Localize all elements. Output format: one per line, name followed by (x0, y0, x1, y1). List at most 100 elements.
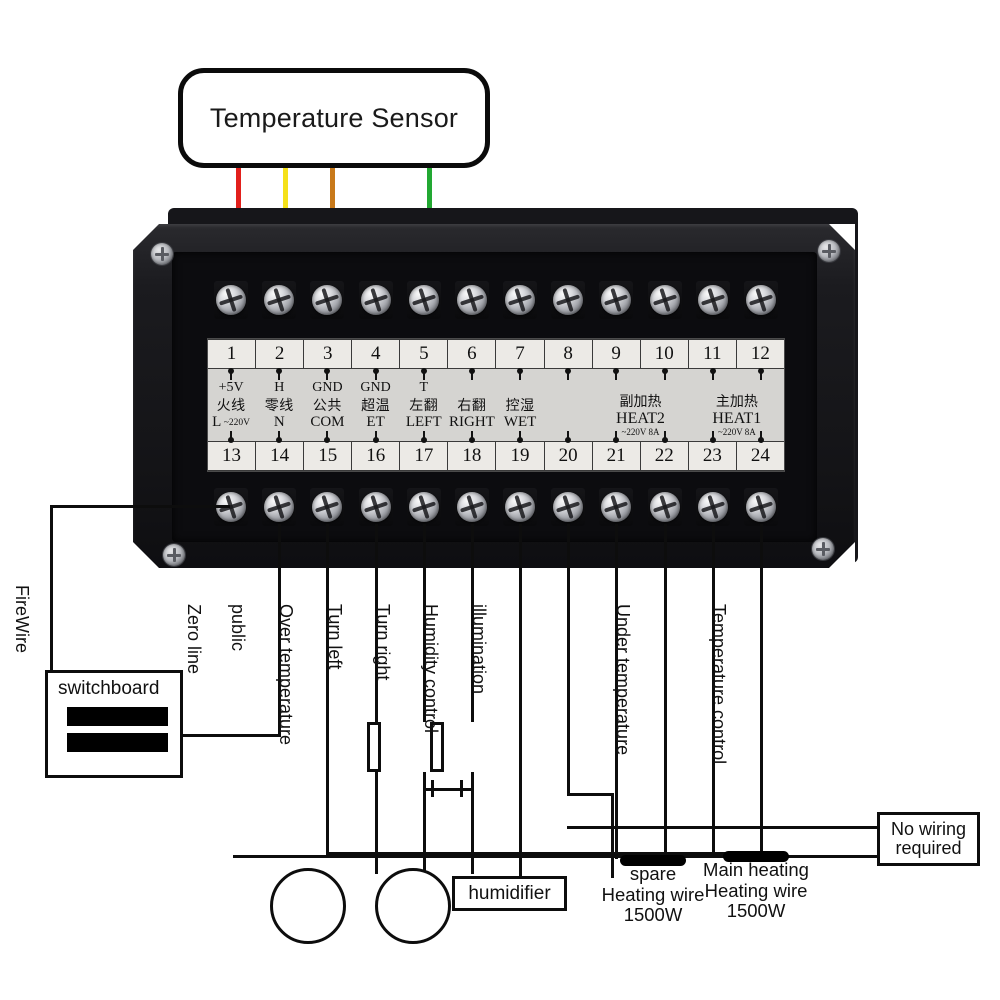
wire-zero-line-horizontal (181, 734, 281, 737)
terminal-screw-bottom-8[interactable] (551, 488, 586, 526)
terminal-number-6: 6 (448, 340, 497, 368)
terminal-number-22: 22 (641, 442, 689, 470)
terminal-screw-top-3[interactable] (310, 281, 345, 319)
wire-bus-lower (233, 855, 877, 858)
terminal-function-cn-15: 公共 (312, 399, 342, 414)
terminal-number-13: 13 (208, 442, 257, 470)
terminal-function-en-16: ET (366, 413, 385, 430)
pin-label-2: H (274, 380, 285, 395)
terminal-function-en-14: N (273, 413, 285, 430)
label-zero-line: Zero line (184, 604, 204, 675)
wire-temperature-control-right (760, 524, 763, 855)
label-temperature-control: Temperature control (709, 604, 729, 765)
case-screw-top-right (818, 240, 840, 262)
tick-top-9 (613, 368, 620, 380)
terminal-screw-bottom-5[interactable] (406, 488, 441, 526)
tick-bottom-18 (468, 431, 475, 443)
terminal-screw-top-4[interactable] (358, 281, 393, 319)
main-heater-line-2: Heating wire (704, 879, 808, 901)
terminal-screw-top-2[interactable] (262, 281, 297, 319)
humidifier-box: humidifier (452, 876, 567, 911)
screw-head-icon (264, 492, 295, 522)
terminal-screw-bottom-12[interactable] (743, 488, 778, 526)
main-heater-label: Main heating Heating wire 1500W (686, 859, 826, 922)
tick-heat-0-a (613, 431, 620, 443)
terminal-screw-bottom-11[interactable] (695, 488, 730, 526)
terminal-screw-top-11[interactable] (695, 281, 730, 319)
terminal-number-11: 11 (689, 340, 737, 368)
turn-left-resistor (367, 722, 381, 772)
pin-label-4: GND (360, 380, 391, 395)
tick-bottom-17 (420, 431, 427, 443)
terminal-screw-top-5[interactable] (406, 281, 441, 319)
tick-bottom-14 (276, 431, 283, 443)
wire-temperature-control-left (712, 524, 715, 855)
terminal-number-17: 17 (400, 442, 449, 470)
screw-head-icon (697, 285, 728, 315)
tick-top-7 (517, 368, 524, 380)
pin-label-5: T (419, 380, 429, 395)
terminal-number-19: 19 (496, 442, 545, 470)
terminal-number-1: 1 (208, 340, 257, 368)
humidifier-label: humidifier (468, 882, 551, 904)
terminal-function-en-19: WET (503, 413, 537, 430)
screw-head-icon (553, 492, 584, 522)
terminal-function-en-15: COM (310, 413, 345, 430)
screw-head-icon (649, 285, 680, 315)
terminal-number-16: 16 (352, 442, 401, 470)
tick-top-6 (468, 368, 475, 380)
wire-humidity-control-vertical (519, 524, 522, 876)
spare-heater-line-1: spare (629, 863, 677, 884)
wire-firewire-vertical (50, 505, 53, 680)
no-wiring-line-1: No wiring (890, 818, 967, 839)
wire-under-temperature-left (615, 524, 618, 859)
terminal-screw-bottom-6[interactable] (454, 488, 489, 526)
wire-zero-line-vertical (278, 524, 281, 736)
terminal-screw-top-10[interactable] (647, 281, 682, 319)
screw-head-icon (408, 285, 439, 315)
terminal-screw-top-7[interactable] (503, 281, 538, 319)
terminal-screw-bottom-4[interactable] (358, 488, 393, 526)
spare-heater-label: spare Heating wire 1500W (583, 863, 723, 926)
terminal-screw-top-8[interactable] (551, 281, 586, 319)
terminal-screw-top-9[interactable] (599, 281, 634, 319)
wire-bus-upper (567, 826, 877, 829)
terminal-screw-bottom-9[interactable] (599, 488, 634, 526)
terminal-screw-bottom-3[interactable] (310, 488, 345, 526)
terminal-screw-bottom-2[interactable] (262, 488, 297, 526)
terminal-screw-bottom-7[interactable] (503, 488, 538, 526)
spare-heater-bar (620, 855, 686, 866)
screw-head-icon (697, 492, 728, 522)
wire-firewire-horizontal (50, 505, 230, 508)
tick-heat-0-b (661, 431, 668, 443)
label-public: public (228, 604, 248, 652)
screw-head-icon (312, 492, 343, 522)
label-turn-left: Turn left (325, 604, 345, 670)
tick-top-8 (565, 368, 572, 380)
label-illumination: illumination (469, 604, 489, 695)
terminal-number-9: 9 (593, 340, 641, 368)
label-over-temperature: Over temperature (276, 604, 296, 746)
wire-turn-right-lower (471, 772, 474, 796)
terminal-screw-top-12[interactable] (743, 281, 778, 319)
wire-motor-left-left-leg (375, 852, 378, 874)
heat-group-rating-2: ~220V 8A (717, 426, 756, 437)
main-heater-line-3: 1500W (726, 900, 786, 922)
label-humidity-control: Humidity control (421, 604, 441, 734)
wire-turn-right-upper (471, 524, 474, 722)
terminal-number-14: 14 (256, 442, 305, 470)
terminal-screw-top-6[interactable] (454, 281, 489, 319)
terminal-number-23: 23 (689, 442, 737, 470)
tick-bottom-20 (565, 431, 572, 443)
terminal-screw-bottom-10[interactable] (647, 488, 682, 526)
terminal-screw-top-1[interactable] (214, 281, 249, 319)
wire-illumination-drop (611, 793, 614, 855)
terminal-number-3: 3 (304, 340, 353, 368)
wire-public-bus (326, 852, 776, 855)
terminal-number-20: 20 (545, 442, 593, 470)
main-heater-line-1: Main heating (703, 859, 809, 880)
